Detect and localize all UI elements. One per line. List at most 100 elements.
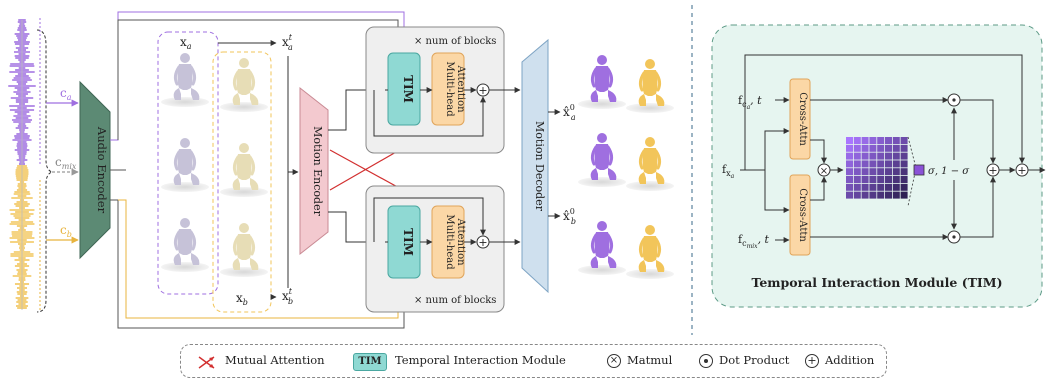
brace-a xyxy=(36,29,54,313)
matrix-cell xyxy=(877,152,885,160)
residual-top xyxy=(373,90,486,137)
matrix-cell xyxy=(877,176,885,183)
ca-label: ca xyxy=(60,86,72,102)
audio-encoder-label: Audio Encoder xyxy=(95,126,109,214)
tim-block-top xyxy=(387,52,421,126)
matrix-cell xyxy=(861,176,869,183)
matrix-cell xyxy=(892,144,900,152)
matrix-cell xyxy=(892,183,900,191)
cross-attn-top-label: Cross-Attn xyxy=(797,92,808,146)
audio-to-tim-bottom-line xyxy=(110,199,407,329)
audio-to-tim-top-line xyxy=(110,11,407,141)
addition-icon: + xyxy=(805,354,819,368)
person-figure-icon xyxy=(626,225,674,279)
tim-top-label: TIM xyxy=(401,75,415,103)
sigma-label: σ, 1 − σ xyxy=(928,166,970,177)
addition-plus-top: + xyxy=(478,84,487,97)
audio-to-tim-bottom-line2 xyxy=(118,199,401,319)
matrix-cell xyxy=(900,191,908,199)
matrix-cell xyxy=(892,137,900,144)
attention-matrix xyxy=(846,137,908,199)
person-figure-icon xyxy=(578,221,626,275)
legend: Mutual Attention TIM Temporal Interactio… xyxy=(180,344,887,378)
matrix-cell xyxy=(900,152,908,160)
fx-to-ca-top xyxy=(764,128,790,170)
matrix-cell xyxy=(853,160,861,168)
dot-product-icon xyxy=(699,354,713,368)
matrix-cell xyxy=(861,168,869,176)
dot-bottom-to-add xyxy=(960,176,996,238)
matrix-cell xyxy=(853,152,861,160)
matrix-cell xyxy=(861,137,869,144)
person-figure-icon xyxy=(578,133,626,187)
matrix-cell xyxy=(853,168,861,176)
ca-bottom-to-matmul xyxy=(810,176,827,201)
mutual-attention-icon xyxy=(198,356,215,369)
cross-attn-bottom-box xyxy=(789,174,811,256)
fx-label: fxa xyxy=(722,163,735,180)
matrix-cell xyxy=(846,152,853,160)
mha-top-label2: Attention xyxy=(455,64,466,113)
person-figure-icon xyxy=(161,53,209,107)
matrix-cell xyxy=(900,176,908,183)
matrix-cell xyxy=(885,137,892,144)
matrix-cell xyxy=(877,183,885,191)
person-figure-icon xyxy=(578,55,626,109)
xa-label: xa xyxy=(180,35,192,51)
matrix-cell xyxy=(853,183,861,191)
matrix-cell xyxy=(900,183,908,191)
residual-bottom xyxy=(373,197,486,242)
fx-residual xyxy=(744,54,1025,170)
person-figure-icon xyxy=(220,58,268,112)
matrix-cell xyxy=(885,144,892,152)
matrix-cell xyxy=(853,191,861,199)
matrix-cell xyxy=(861,183,869,191)
audio-to-tim-top-line2 xyxy=(117,19,401,140)
matmul-x-tim: × xyxy=(820,166,828,177)
matrix-cell xyxy=(869,191,877,199)
audio-encoder xyxy=(79,80,111,260)
xa-group-box xyxy=(157,31,219,295)
matrix-cell xyxy=(846,137,853,144)
matrix-cell xyxy=(869,168,877,176)
motion-decoder xyxy=(521,38,549,294)
matrix-cell xyxy=(900,137,908,144)
legend-tim-label: Temporal Interaction Module xyxy=(395,353,566,367)
person-figure-icon xyxy=(220,223,268,277)
matrix-cell xyxy=(846,191,853,199)
legend-matmul-label: Matmul xyxy=(627,353,673,367)
matrix-cell xyxy=(885,176,892,183)
matrix-cell xyxy=(885,183,892,191)
legend-add-label: Addition xyxy=(825,353,875,367)
legend-dot-label: Dot Product xyxy=(719,353,790,367)
matrix-cell xyxy=(869,160,877,168)
ca-top-to-matmul xyxy=(810,139,827,164)
tim-panel-title: Temporal Interaction Module (TIM) xyxy=(751,275,1002,290)
mha-bottom-label1: Multi-head xyxy=(444,214,455,270)
addition-plus-bottom: + xyxy=(478,236,487,249)
matrix-cell xyxy=(877,160,885,168)
matrix-cell xyxy=(861,191,869,199)
fcmix-label: fcmix, t xyxy=(738,233,770,250)
matrix-cell xyxy=(869,137,877,144)
waveform-icon xyxy=(8,19,36,310)
cross-attn-bottom-label: Cross-Attn xyxy=(797,188,808,242)
matrix-cell xyxy=(892,168,900,176)
matrix-cell xyxy=(892,191,900,199)
matrix-cell xyxy=(892,160,900,168)
matrix-cell xyxy=(877,137,885,144)
sigma-cell xyxy=(913,164,925,176)
matrix-cell xyxy=(846,176,853,183)
character-figures xyxy=(161,53,268,277)
addition-plus-tim2: + xyxy=(1017,164,1026,177)
matrix-cell xyxy=(900,144,908,152)
matrix-cell xyxy=(853,137,861,144)
matrix-cell xyxy=(846,160,853,168)
cb-label: cb xyxy=(60,223,72,239)
matrix-cell xyxy=(869,183,877,191)
matrix-cell xyxy=(846,183,853,191)
person-figure-icon xyxy=(626,59,674,113)
